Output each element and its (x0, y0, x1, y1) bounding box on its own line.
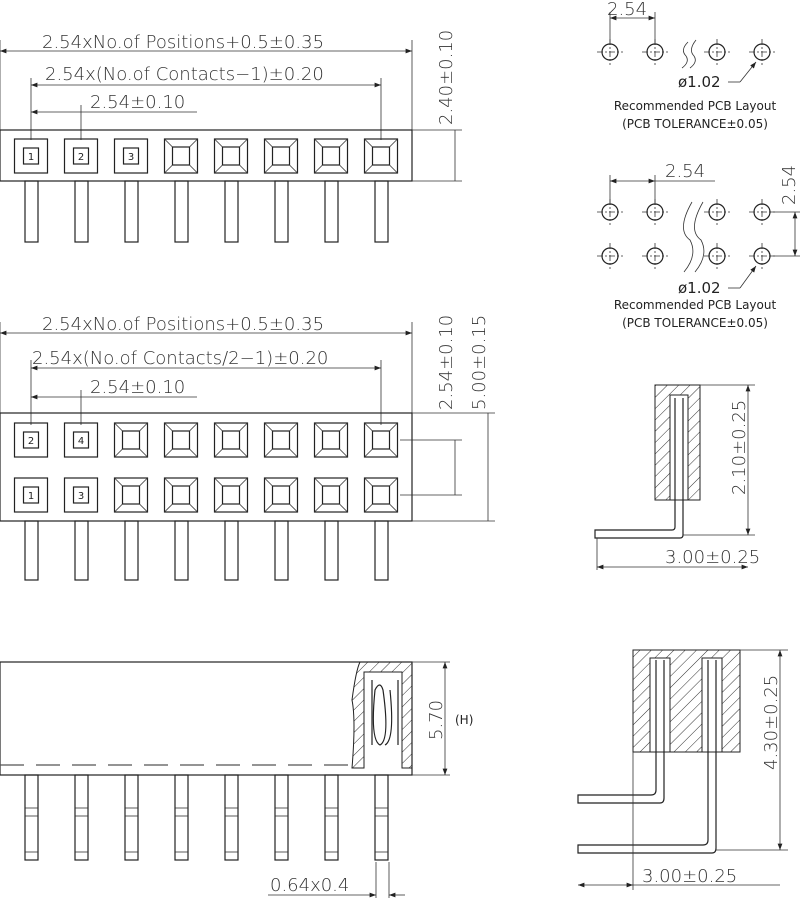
pin (224, 774, 239, 861)
contact-socket: 3 (113, 138, 149, 174)
pin-number: 2 (28, 436, 34, 447)
top-view-dual-row: 2.54xNo.of Positions+0.5±0.35 2.54x(No.o… (0, 314, 495, 581)
pin (374, 520, 389, 581)
contact-socket (363, 422, 399, 458)
pcb-hole (597, 39, 623, 65)
height-dimension: 5.70 (426, 700, 447, 740)
pin (74, 180, 89, 243)
pin (224, 520, 239, 581)
pin (324, 180, 339, 243)
pin (274, 180, 289, 243)
pcb-layout-title: Recommended PCB Layout (614, 298, 777, 312)
pcb-hole (704, 39, 730, 65)
pitch-dimension: 2.54 (665, 161, 705, 182)
pcb-layout-dual: 2.54 2.54 ø1.02 Recommended PCB Layout (… (597, 161, 800, 330)
pin (174, 180, 189, 243)
height-label: (H) (455, 713, 473, 727)
contact-socket (313, 477, 349, 513)
contact-socket: 1 (13, 477, 49, 513)
contact-socket (213, 477, 249, 513)
top-view-single-row: 2.54xNo.of Positions+0.5±0.35 2.54x(No.o… (0, 30, 462, 243)
pcb-hole (704, 243, 730, 269)
pin (274, 774, 289, 861)
overall-dimension: 2.54xNo.of Positions+0.5±0.35 (42, 314, 324, 335)
side-view: 5.70 (H) 0.64x0.4 (0, 661, 473, 898)
contacts-dimension: 2.54x(No.of Contacts/2−1)±0.20 (32, 348, 328, 369)
overall-dimension: 2.54xNo.of Positions+0.5±0.35 (42, 32, 324, 53)
pcb-layout-title: Recommended PCB Layout (614, 99, 777, 113)
pin (374, 774, 389, 861)
pitch-dimension: 2.54±0.10 (90, 92, 185, 113)
contact-socket (263, 138, 299, 174)
pin (124, 774, 139, 861)
pcb-hole (704, 199, 730, 225)
pin (274, 520, 289, 581)
contact-socket (363, 138, 399, 174)
pcb-tolerance: (PCB TOLERANCE±0.05) (622, 117, 768, 131)
pin-number: 1 (28, 152, 34, 163)
contact-socket: 2 (63, 138, 99, 174)
pin (174, 520, 189, 581)
contact-socket (363, 477, 399, 513)
pcb-layout-single: 2.54 ø1.02 Recommended PCB Layout (PCB T… (597, 0, 776, 131)
pcb-tolerance: (PCB TOLERANCE±0.05) (622, 316, 768, 330)
pcb-hole (642, 243, 668, 269)
height-dimension: 5.00±0.15 (469, 315, 490, 410)
pcb-hole (749, 39, 775, 65)
contact-socket: 1 (13, 138, 49, 174)
contact-socket: 3 (63, 477, 99, 513)
contact-socket (113, 422, 149, 458)
length-dimension: 3.00±0.25 (665, 547, 760, 568)
pcb-hole (597, 199, 623, 225)
pin-number: 2 (78, 152, 84, 163)
pin-number: 3 (78, 491, 84, 502)
right-angle-single-view: 2.10±0.25 3.00±0.25 (594, 384, 760, 570)
height-dimension: 4.30±0.25 (761, 675, 782, 770)
contact-socket (163, 422, 199, 458)
pin-dimension: 0.64x0.4 (270, 875, 349, 896)
pin-number: 4 (78, 436, 84, 447)
contact-socket (163, 138, 199, 174)
row-pitch-dimension: 2.54±0.10 (436, 315, 457, 410)
contact-socket (313, 422, 349, 458)
pin (24, 180, 39, 243)
pin (74, 774, 89, 861)
pin (324, 774, 339, 861)
pin (324, 520, 339, 581)
pin (24, 520, 39, 581)
pin (124, 520, 139, 581)
pin (224, 180, 239, 243)
hole-diameter: ø1.02 (678, 279, 721, 297)
contact-socket: 4 (63, 422, 99, 458)
pcb-hole (642, 39, 668, 65)
pin (374, 180, 389, 243)
height-dimension: 2.10±0.25 (729, 400, 750, 495)
contacts-dimension: 2.54x(No.of Contacts−1)±0.20 (45, 64, 324, 85)
pin (74, 520, 89, 581)
pin (24, 774, 39, 861)
contact-socket (213, 422, 249, 458)
pin-number: 3 (128, 152, 134, 163)
pin (124, 180, 139, 243)
contact-socket (163, 477, 199, 513)
contact-socket: 2 (13, 422, 49, 458)
pcb-hole (642, 199, 668, 225)
pin-number: 1 (28, 491, 34, 502)
row-pitch-dimension: 2.54 (779, 165, 800, 205)
contact-socket (263, 422, 299, 458)
hole-diameter: ø1.02 (678, 73, 721, 91)
contact-socket (263, 477, 299, 513)
pcb-hole (597, 243, 623, 269)
pitch-dimension: 2.54±0.10 (90, 377, 185, 398)
length-dimension: 3.00±0.25 (642, 866, 737, 887)
contact-socket (113, 477, 149, 513)
contact-socket (313, 138, 349, 174)
contact-socket (213, 138, 249, 174)
right-angle-dual-view: 4.30±0.25 3.00±0.25 (577, 649, 788, 890)
height-dimension: 2.40±0.10 (436, 30, 457, 125)
pitch-dimension: 2.54 (607, 0, 647, 20)
pin (174, 774, 189, 861)
